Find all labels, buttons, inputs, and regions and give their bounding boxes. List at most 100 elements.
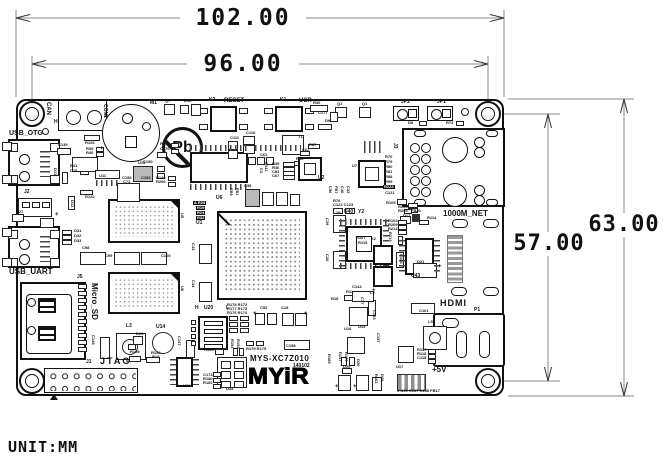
- silk-label: R214: [388, 226, 398, 231]
- component: [349, 307, 368, 326]
- component: [133, 166, 153, 182]
- component: [22, 202, 30, 208]
- silk-label: R107: [356, 235, 366, 240]
- silk-label: C148: [91, 335, 96, 345]
- component: [359, 107, 371, 118]
- silk-label: R181: [203, 380, 213, 385]
- hdmi-pad: [452, 219, 468, 228]
- component: [266, 157, 274, 165]
- silk-label: R24: [196, 210, 206, 215]
- silk-label: R126: [85, 140, 95, 145]
- component: [78, 291, 87, 296]
- ddr-chip-2: [108, 272, 180, 314]
- silk-label: R79: [385, 159, 393, 164]
- silk-label: U17: [396, 364, 404, 369]
- silk-label: C40: [340, 186, 345, 194]
- silk-label: JP2: [401, 99, 410, 105]
- component: [78, 305, 87, 310]
- component: [461, 108, 469, 116]
- component: [283, 175, 295, 180]
- silk-label: R33: [296, 156, 304, 161]
- component: [397, 199, 407, 205]
- silk-label: U15: [138, 160, 146, 165]
- component: [333, 208, 343, 214]
- hdmi-pad: [483, 219, 499, 228]
- component: [399, 240, 405, 273]
- silk-label: D23: [136, 331, 144, 336]
- component: [305, 124, 314, 130]
- component: [191, 104, 201, 116]
- silk-label: C161: [419, 308, 429, 313]
- component: [267, 313, 277, 325]
- silk-label: +: [253, 311, 257, 317]
- component: [340, 219, 388, 225]
- silk-label: D30: [356, 359, 361, 367]
- component: [310, 105, 328, 112]
- silk-label: D25: [380, 374, 385, 382]
- component: [428, 354, 436, 359]
- component: [257, 157, 265, 165]
- silk-label: C111: [230, 135, 240, 140]
- silk-label: 1 U10 C137 C138 FB17: [397, 388, 440, 393]
- component: [234, 361, 244, 369]
- silk-label: U2: [318, 175, 325, 181]
- component: [221, 381, 231, 388]
- component: [349, 357, 355, 366]
- silk-label: X2: [371, 236, 376, 241]
- silk-label: C39: [325, 218, 330, 226]
- component: [373, 266, 393, 287]
- silk-label: U7: [352, 163, 358, 168]
- silk-label: C44: [191, 280, 196, 288]
- component: [239, 348, 244, 356]
- silk-label: R15: [152, 354, 160, 359]
- silk-label: Y2: [358, 209, 365, 215]
- silk-label: R122: [85, 194, 95, 199]
- silk-label: J3: [392, 143, 398, 149]
- microsd-label: Micro_SD: [90, 283, 99, 320]
- component: [2, 228, 12, 237]
- component: [404, 209, 412, 214]
- component: [412, 214, 420, 222]
- component: [245, 189, 260, 207]
- silk-label: R179 R175: [246, 346, 267, 351]
- silk-label: C122 C123: [333, 202, 354, 207]
- jtag-label: JTAG: [100, 356, 132, 366]
- component: [199, 124, 208, 130]
- component: [428, 359, 436, 364]
- component: [256, 341, 264, 346]
- component: [129, 356, 141, 362]
- component: [12, 214, 24, 222]
- silk-label: R105: [386, 200, 396, 205]
- silk-label: R189: [130, 349, 140, 354]
- silk-label: R147: [338, 352, 343, 362]
- component: [234, 371, 244, 379]
- component: [100, 337, 110, 359]
- component: [419, 220, 429, 225]
- silk-label: +: [335, 384, 339, 390]
- jumper-jp1: [427, 106, 453, 121]
- component: [78, 319, 87, 324]
- silk-label: R36: [272, 165, 280, 170]
- component: [240, 328, 249, 333]
- silk-label: R209: [388, 222, 398, 227]
- chip-u6: [190, 152, 248, 183]
- component: [365, 167, 379, 181]
- usb-otg-connector: [8, 139, 60, 186]
- silk-label: C73: [123, 179, 131, 184]
- component: [141, 252, 167, 265]
- silk-label: C121: [385, 190, 395, 195]
- mounting-hole-bottom-right: [475, 368, 501, 394]
- silk-label: R35: [272, 161, 280, 166]
- silk-label: FB20: [411, 208, 421, 213]
- silk-label: R205: [398, 208, 408, 213]
- silk-label: R223: [383, 184, 395, 189]
- silk-label: D34: [226, 386, 234, 391]
- silk-label: R30: [313, 100, 321, 105]
- component: [342, 368, 352, 374]
- component: [78, 284, 87, 289]
- component: [221, 361, 231, 369]
- component: [42, 128, 49, 135]
- silk-label: R114: [427, 215, 437, 220]
- silk-label: J5: [77, 274, 83, 280]
